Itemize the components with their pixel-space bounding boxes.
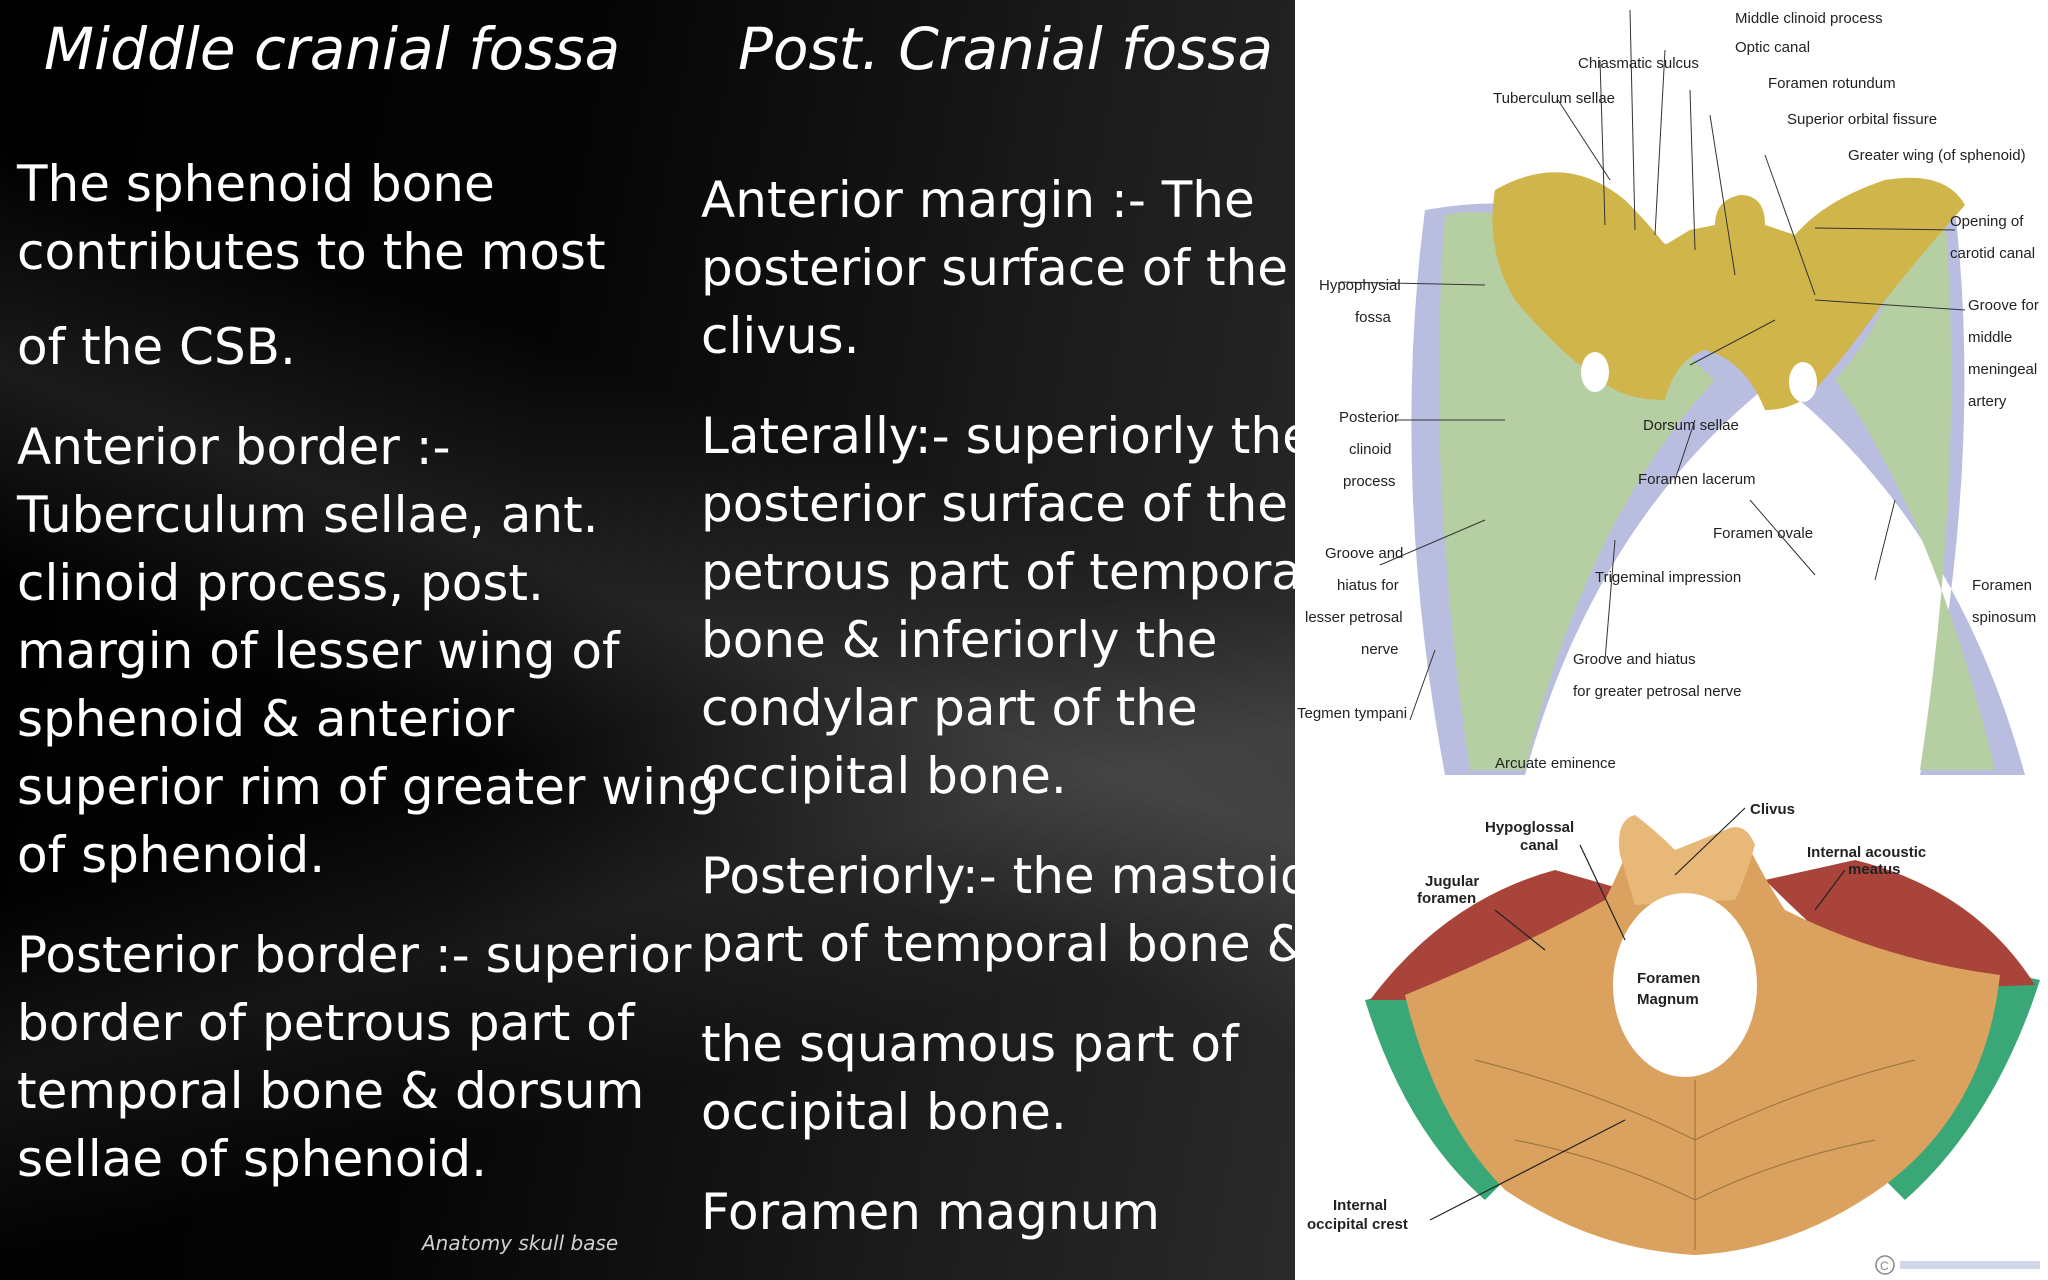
posterior-fossa-illustration: Clivus Hypoglossal canal Internal acoust… [1307,801,2040,1255]
label-internal-occipital-crest: Internal [1333,1197,1387,1214]
label-superior-orbital-fissure: Superior orbital fissure [1787,111,1937,128]
text-line: border of petrous part of [17,994,635,1052]
heading-middle-cranial-fossa: Middle cranial fossa [44,15,621,83]
text-line: sellae of sphenoid. [17,1130,488,1188]
label-groove-greater-petrosal: for greater petrosal nerve [1573,683,1741,700]
text-line: The sphenoid bone [17,155,495,213]
footer-caption: Anatomy skull base [422,1231,619,1255]
text-line: Tuberculum sellae, ant. [17,486,599,544]
label-groove-lesser-petrosal: hiatus for [1337,577,1399,594]
label-internal-occipital-crest: occipital crest [1307,1216,1408,1233]
label-groove-mma: meningeal [1968,361,2037,378]
text-line: of sphenoid. [17,826,326,884]
label-hypoglossal-canal: canal [1520,837,1558,854]
label-tuberculum-sellae: Tuberculum sellae [1493,90,1615,107]
label-trigeminal-impression: Trigeminal impression [1595,569,1741,586]
label-arcuate-eminence: Arcuate eminence [1495,755,1616,772]
leader-lines [1339,9,1966,721]
bowl-contour-lines [1474,1059,1916,1250]
text-line: clivus. [701,307,860,365]
sphenoid-bone-shape [1492,172,1965,410]
petrous-left-shape [1370,870,1625,1000]
text-line: Foramen magnum [701,1183,1160,1241]
label-tegmen-tympani: Tegmen tympani [1297,705,1407,722]
label-groove-lesser-petrosal: nerve [1361,641,1399,658]
label-groove-greater-petrosal: Groove and hiatus [1573,651,1696,668]
text-line: condylar part of the [701,679,1198,737]
text-line: temporal bone & dorsum [17,1062,645,1120]
label-foramen-spinosum: Foramen [1972,577,2032,594]
label-groove-lesser-petrosal: Groove and [1325,545,1403,562]
clivus-shape [1619,815,1755,905]
bottom-leader-lines [1429,807,1846,1221]
label-internal-acoustic-meatus: meatus [1848,861,1901,878]
text-line: part of temporal bone & [701,915,1295,973]
text-line: the squamous part of [701,1015,1239,1073]
foramen-ovale-left-shape [1581,352,1609,392]
text-line: superior rim of greater wing [17,758,720,816]
text-line: Posterior border :- superior [17,926,692,984]
text-line: Posteriorly:- the mastoid [701,847,1295,905]
foramen-ovale-right-shape [1789,362,1817,402]
text-line: bone & inferiorly the [701,611,1218,669]
text-line: contributes to the most [17,223,606,281]
text-line: Anterior margin :- The [701,171,1255,229]
svg-text:C: C [1880,1259,1889,1273]
anatomy-figure-panel: Middle clinoid process Chiasmatic sulcus… [1295,0,2048,1280]
label-groove-mma: Groove for [1968,297,2039,314]
label-groove-mma: middle [1968,329,2012,346]
label-foramen-magnum: Magnum [1637,991,1699,1008]
label-groove-lesser-petrosal: lesser petrosal [1305,609,1403,626]
text-line: occipital bone. [701,747,1067,805]
text-line: clinoid process, post. [17,554,544,612]
text-line: posterior surface of the [701,239,1289,297]
middle-fossa-illustration: Middle clinoid process Chiasmatic sulcus… [1297,9,2039,776]
label-hypoglossal-canal: Hypoglossal [1485,819,1574,836]
cranial-fossa-illustrations: Middle clinoid process Chiasmatic sulcus… [1297,9,2040,1275]
label-opening-carotid: carotid canal [1950,245,2035,262]
label-foramen-rotundum: Foramen rotundum [1768,75,1896,92]
label-foramen-ovale: Foramen ovale [1713,525,1813,542]
label-clivus: Clivus [1750,801,1795,818]
label-chiasmatic-sulcus: Chiasmatic sulcus [1578,55,1699,72]
label-posterior-clinoid: process [1343,473,1396,490]
label-jugular-foramen: Jugular [1425,873,1479,890]
heading-post-cranial-fossa: Post. Cranial fossa [738,15,1274,83]
label-foramen-magnum: Foramen [1637,970,1700,987]
petrous-right-shape [1765,860,2035,990]
text-line: Laterally:- superiorly the [701,407,1295,465]
text-line: petrous part of temporal [701,543,1295,601]
label-posterior-clinoid: Posterior [1339,409,1399,426]
label-internal-acoustic-meatus: Internal acoustic [1807,844,1926,861]
label-jugular-foramen: foramen [1417,890,1476,907]
label-middle-clinoid: Middle clinoid process [1735,10,1883,27]
text-line: posterior surface of the [701,475,1289,533]
label-foramen-lacerum: Foramen lacerum [1638,471,1756,488]
right-fossa-shape [1835,215,1995,770]
text-line: occipital bone. [701,1083,1067,1141]
middle-fossa-text: The sphenoid bone contributes to the mos… [17,150,720,1193]
label-posterior-clinoid: clinoid [1349,441,1392,458]
label-groove-mma: artery [1968,393,2007,410]
label-opening-carotid: Opening of [1950,213,2024,230]
label-hypophysial-fossa: fossa [1355,309,1392,326]
text-line: sphenoid & anterior [17,690,515,748]
copyright-watermark-icon: C [1875,1255,2040,1275]
label-foramen-spinosum: spinosum [1972,609,2036,626]
label-optic-canal: Optic canal [1735,39,1810,56]
text-line: margin of lesser wing of [17,622,620,680]
label-dorsum-sellae: Dorsum sellae [1643,417,1739,434]
text-line: of the CSB. [17,318,296,376]
text-line: Anterior border :- [17,418,451,476]
foramen-magnum-shape [1613,893,1757,1077]
slide-panel: Middle cranial fossa Post. Cranial fossa… [0,0,1295,1280]
label-hypophysial-fossa: Hypophysial [1319,277,1401,294]
posterior-fossa-text: Anterior margin :- The posterior surface… [701,166,1295,1246]
label-greater-wing: Greater wing (of sphenoid) [1848,147,2026,164]
